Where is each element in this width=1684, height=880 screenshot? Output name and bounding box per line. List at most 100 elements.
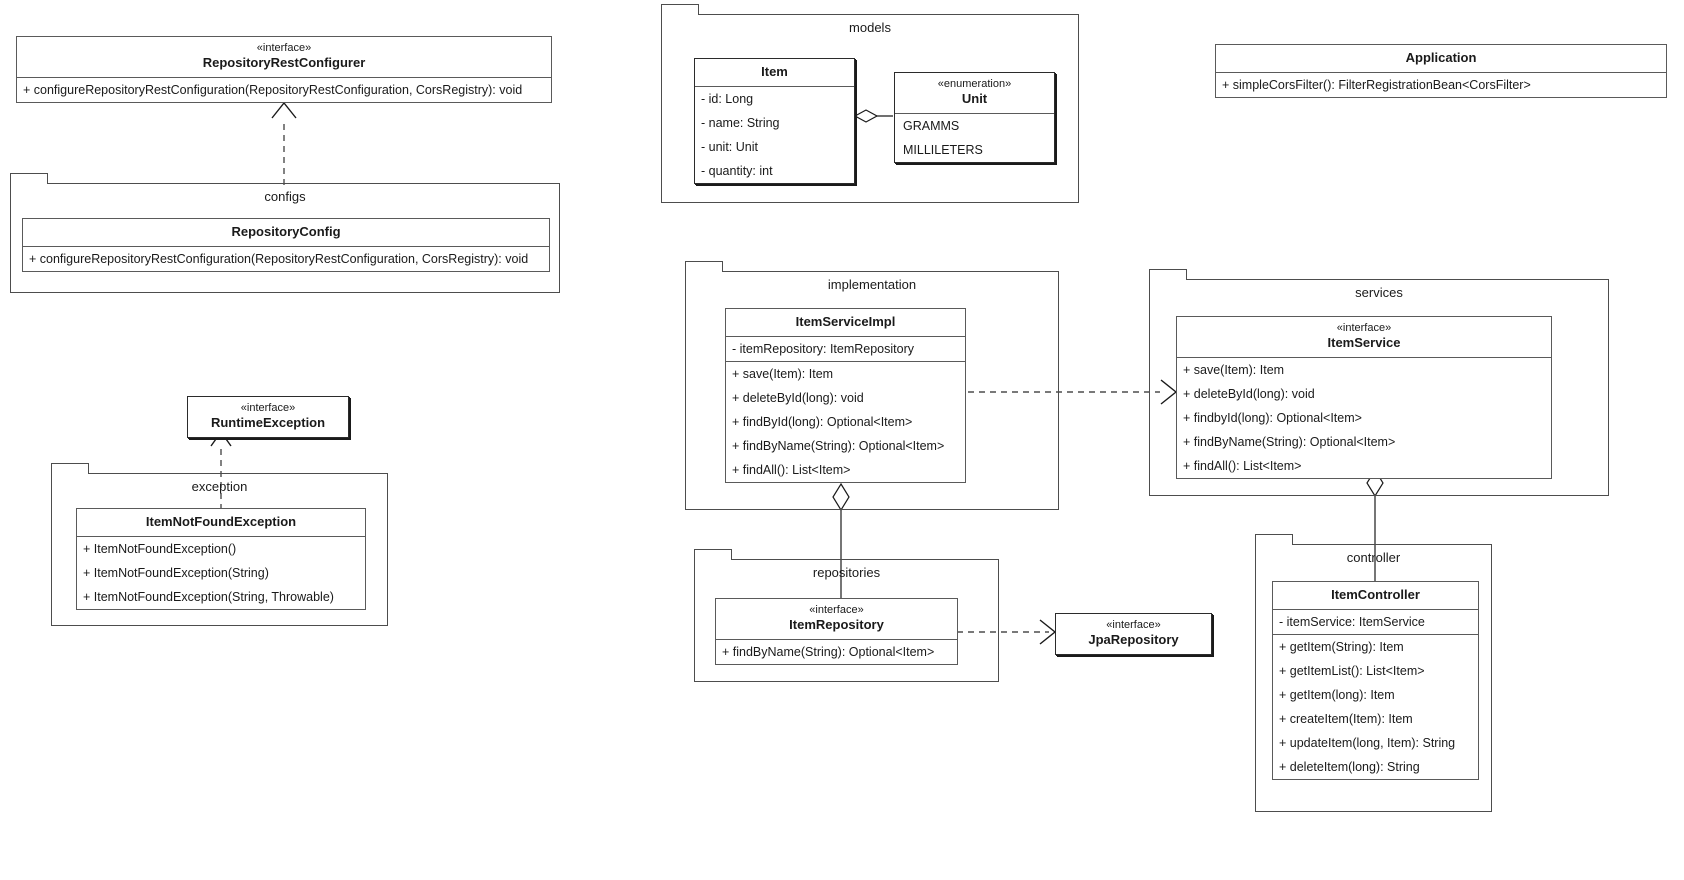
class-runtime-exception[interactable]: «interface» RuntimeException — [187, 396, 349, 438]
package-label: models — [849, 20, 891, 35]
class-name: Item — [761, 64, 788, 79]
literals-compartment: GRAMMS MILLILETERS — [895, 114, 1054, 162]
package-label: exception — [191, 479, 248, 494]
enum-literal-row: MILLILETERS — [903, 143, 983, 157]
methods-compartment: + configureRepositoryRestConfiguration(R… — [23, 247, 549, 271]
class-name: RepositoryConfig — [231, 224, 341, 239]
package-tab — [10, 173, 48, 184]
class-name: ItemServiceImpl — [795, 314, 896, 329]
package-label: controller — [1346, 550, 1401, 565]
class-header: «interface» ItemService — [1177, 317, 1551, 358]
class-header: «interface» RuntimeException — [188, 397, 348, 437]
class-unit-enumeration[interactable]: «enumeration» Unit GRAMMS MILLILETERS — [894, 72, 1055, 163]
class-name: ItemController — [1331, 587, 1420, 602]
methods-compartment: + findByName(String): Optional<Item> — [716, 640, 957, 664]
class-header: ItemNotFoundException — [77, 509, 365, 537]
class-name: ItemService — [1327, 335, 1401, 350]
package-tab — [661, 4, 699, 15]
class-header: RepositoryConfig — [23, 219, 549, 247]
package-label: services — [1355, 285, 1403, 300]
method-row: + findByName(String): Optional<Item> — [1183, 435, 1396, 449]
method-row: + updateItem(long, Item): String — [1279, 736, 1456, 750]
attribute-row: - name: String — [701, 116, 780, 130]
class-header: Item — [695, 59, 854, 87]
package-tab — [685, 261, 723, 272]
attribute-row: - unit: Unit — [701, 140, 758, 154]
package-tab — [1149, 269, 1187, 280]
class-name: RepositoryRestConfigurer — [202, 55, 366, 70]
class-item-controller[interactable]: ItemController - itemService: ItemServic… — [1272, 581, 1479, 780]
package-tab — [1255, 534, 1293, 545]
class-header: ItemServiceImpl — [726, 309, 965, 337]
enum-literal-row: GRAMMS — [903, 119, 960, 133]
method-row: + save(Item): Item — [732, 367, 834, 381]
method-row: + getItem(String): Item — [1279, 640, 1404, 654]
class-item-not-found-exception[interactable]: ItemNotFoundException + ItemNotFoundExce… — [76, 508, 366, 610]
method-row: + findAll(): List<Item> — [1183, 459, 1302, 473]
package-implementation: implementation — [685, 261, 1059, 510]
package-tab — [694, 549, 732, 560]
class-header: «interface» ItemRepository — [716, 599, 957, 640]
method-row: + findAll(): List<Item> — [732, 463, 851, 477]
class-item-service-impl[interactable]: ItemServiceImpl - itemRepository: ItemRe… — [725, 308, 966, 483]
package-tab — [51, 463, 89, 474]
method-row: + configureRepositoryRestConfiguration(R… — [23, 83, 523, 97]
package-label: configs — [264, 189, 306, 204]
class-repository-config[interactable]: RepositoryConfig + configureRepositoryRe… — [22, 218, 550, 272]
attributes-compartment: - id: Long - name: String - unit: Unit -… — [695, 87, 854, 183]
package-controller: controller — [1255, 534, 1492, 812]
class-header: Application — [1216, 45, 1666, 73]
class-header: ItemController — [1273, 582, 1478, 610]
method-row: + ItemNotFoundException(String) — [83, 566, 269, 580]
attribute-row: - quantity: int — [701, 164, 773, 178]
method-row: + deleteItem(long): String — [1279, 760, 1420, 774]
class-item[interactable]: Item - id: Long - name: String - unit: U… — [694, 58, 855, 184]
method-row: + getItem(long): Item — [1279, 688, 1395, 702]
method-row: + getItemList(): List<Item> — [1279, 664, 1425, 678]
class-name: JpaRepository — [1088, 632, 1179, 647]
class-name: ItemNotFoundException — [145, 514, 297, 529]
stereotype-label: «interface» — [240, 402, 296, 414]
class-repository-rest-configurer[interactable]: «interface» RepositoryRestConfigurer + c… — [16, 36, 552, 103]
method-row: + simpleCorsFilter(): FilterRegistration… — [1222, 78, 1531, 92]
package-configs: configs — [10, 173, 560, 293]
methods-compartment: + configureRepositoryRestConfiguration(R… — [17, 78, 551, 102]
method-row: + deleteById(long): void — [732, 391, 864, 405]
class-jpa-repository[interactable]: «interface» JpaRepository — [1055, 613, 1212, 655]
attributes-compartment: - itemService: ItemService — [1273, 610, 1478, 634]
stereotype-label: «interface» — [1336, 322, 1392, 334]
methods-compartment: + ItemNotFoundException() + ItemNotFound… — [77, 537, 365, 609]
method-row: + findById(long): Optional<Item> — [732, 415, 913, 429]
method-row: + configureRepositoryRestConfiguration(R… — [29, 252, 529, 266]
stereotype-label: «interface» — [809, 604, 864, 616]
package-label: repositories — [812, 565, 881, 580]
methods-compartment: + getItem(String): Item + getItemList():… — [1273, 634, 1478, 779]
method-row: + ItemNotFoundException() — [83, 542, 237, 556]
method-row: + ItemNotFoundException(String, Throwabl… — [83, 590, 334, 604]
class-header: «interface» RepositoryRestConfigurer — [17, 37, 551, 78]
class-name: Application — [1405, 50, 1477, 65]
method-row: + save(Item): Item — [1183, 363, 1285, 377]
attribute-row: - id: Long — [701, 92, 754, 106]
class-item-service[interactable]: «interface» ItemService + save(Item): It… — [1176, 316, 1552, 479]
package-services: services — [1149, 269, 1609, 496]
stereotype-label: «interface» — [1106, 619, 1161, 631]
package-label: implementation — [827, 277, 917, 292]
class-application[interactable]: Application + simpleCorsFilter(): Filter… — [1215, 44, 1667, 98]
stereotype-label: «enumeration» — [937, 78, 1012, 90]
method-row: + createItem(Item): Item — [1279, 712, 1413, 726]
class-header: «enumeration» Unit — [895, 73, 1054, 114]
method-row: + findByName(String): Optional<Item> — [732, 439, 945, 453]
package-exception: exception — [51, 463, 388, 626]
methods-compartment: + save(Item): Item + deleteById(long): v… — [1177, 358, 1551, 478]
methods-compartment: + save(Item): Item + deleteById(long): v… — [726, 361, 965, 482]
method-row: + deleteById(long): void — [1183, 387, 1315, 401]
package-models: models — [661, 4, 1079, 203]
attribute-row: - itemService: ItemService — [1279, 615, 1425, 629]
attributes-compartment: - itemRepository: ItemRepository — [726, 337, 965, 361]
method-row: + findByName(String): Optional<Item> — [722, 645, 935, 659]
method-row: + findbyId(long): Optional<Item> — [1183, 411, 1362, 425]
class-name: Unit — [961, 91, 988, 106]
class-item-repository[interactable]: «interface» ItemRepository + findByName(… — [715, 598, 958, 665]
